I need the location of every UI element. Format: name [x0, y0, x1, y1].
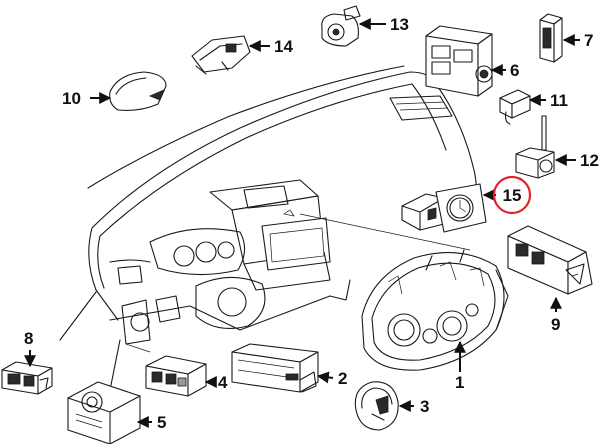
part-9-switch-assembly [507, 225, 593, 295]
callout-15-highlight-ring [492, 175, 532, 215]
callout-5: 5 [157, 413, 166, 432]
callout-8: 8 [24, 329, 33, 348]
part-12-sensor [515, 115, 555, 179]
part-1-instrument-cluster [361, 249, 509, 371]
callout-12: 12 [580, 151, 599, 170]
dashboard-outline [59, 65, 477, 399]
callout-labels: 1 2 3 4 5 6 7 8 9 10 11 12 13 14 15 [24, 15, 599, 432]
part-6-control-panel [425, 25, 493, 97]
part-5-headlight-switch [67, 381, 141, 444]
callout-10: 10 [62, 89, 81, 108]
callout-7: 7 [584, 31, 593, 50]
callout-13: 13 [390, 15, 409, 34]
callout-15: 15 [503, 186, 522, 205]
part-11-clip [499, 89, 531, 125]
part-7-switch [539, 13, 563, 63]
callout-14: 14 [274, 37, 293, 56]
part-8-switch [1, 361, 53, 395]
callout-2: 2 [338, 369, 347, 388]
part-2-control-module [231, 343, 319, 393]
callout-9: 9 [551, 315, 560, 334]
callout-arrows [24, 18, 580, 428]
part-13-sensor [321, 5, 361, 47]
part-14-bracket [191, 35, 251, 75]
callout-4: 4 [218, 373, 228, 392]
callout-1: 1 [455, 373, 464, 392]
callout-6: 6 [510, 61, 519, 80]
callout-11: 11 [550, 91, 568, 110]
callout-3: 3 [420, 397, 429, 416]
part-4-switch-block [145, 355, 207, 397]
part-3-switch [354, 381, 399, 431]
part-15-clock [401, 183, 487, 233]
part-10-cover [109, 71, 167, 111]
